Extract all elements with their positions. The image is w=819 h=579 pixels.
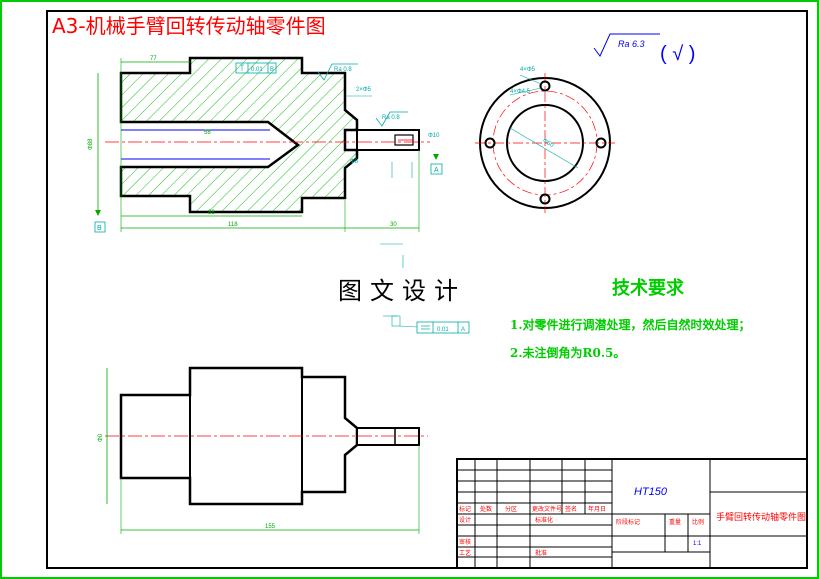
bolt-hole-bottom bbox=[539, 193, 551, 205]
tb-material: HT150 bbox=[634, 486, 668, 498]
bolt-hole-top bbox=[539, 80, 551, 92]
dim-key-dia: Φ8 bbox=[350, 159, 359, 165]
holes-pcd-dim: 4×Φ4.5 bbox=[510, 89, 531, 95]
bottom-length-dim: 155 bbox=[265, 524, 276, 530]
gdt-flat-datum: B bbox=[270, 67, 274, 73]
tech-req-item-1: 1.对零件进行调潜处理，然后自然时效处理； bbox=[510, 317, 751, 332]
dim-shaft-length: 30 bbox=[390, 222, 397, 228]
bottom-small-shaft bbox=[356, 427, 420, 446]
roughness-b: Ra 0.8 bbox=[382, 115, 400, 121]
bolt-hole-left bbox=[484, 137, 496, 149]
tb-cell-mark: 标记 bbox=[459, 505, 471, 513]
center-title: 图文设计 bbox=[338, 277, 466, 305]
datum-b-label: B bbox=[97, 225, 102, 232]
chamfer-dim: 2×Φ5 bbox=[356, 87, 372, 93]
dim-bottom-length: 88 bbox=[208, 210, 215, 216]
bottom-height-dim: Φ0 bbox=[98, 433, 104, 442]
tb-scale: 1:1 bbox=[693, 541, 702, 547]
tb-cell-date: 年月日 bbox=[588, 505, 606, 513]
tech-req-title: 技术要求 bbox=[612, 277, 685, 299]
roughness-a: Ra 0.8 bbox=[334, 67, 352, 73]
dim-height: Φ88 bbox=[88, 138, 94, 150]
roughness-note: ( √ ) bbox=[660, 43, 695, 65]
center-dia-dim: Φ50 bbox=[541, 138, 554, 149]
tb-cell-process: 工艺 bbox=[459, 549, 471, 557]
front-view: 77 58 88 118 30 Φ88 B 0.01 B Ra 0.8 2×Φ5 bbox=[88, 56, 443, 268]
gdt-flat-tol: 0.01 bbox=[251, 67, 263, 73]
dim-bore-length: 58 bbox=[204, 130, 211, 136]
bolt-hole-right bbox=[595, 137, 607, 149]
holes-dim: 4×Φ5 bbox=[520, 67, 536, 73]
tb-part-name: 手臂回转传动轴零件图 bbox=[716, 511, 806, 523]
tb-cell-review: 审核 bbox=[459, 538, 471, 546]
tb-cell-zone: 分区 bbox=[505, 505, 517, 513]
bottom-view: Φ0 155 bbox=[98, 366, 428, 534]
side-view: 4×Φ5 4×Φ4.5 Φ50 bbox=[475, 67, 615, 213]
drawing-title: A3-机械手臂回转传动轴零件图 bbox=[52, 14, 326, 38]
roughness-symbol-icon bbox=[593, 33, 660, 57]
gdt-perp-tol: 0.01 bbox=[437, 327, 449, 333]
tb-cell-ratio: 比例 bbox=[692, 518, 704, 526]
tb-cell-doc: 更改文件号 bbox=[532, 505, 562, 513]
dim-top-length: 77 bbox=[150, 56, 157, 62]
tb-cell-approve: 批准 bbox=[535, 549, 547, 557]
tb-cell-stage: 阶段标记 bbox=[616, 518, 640, 526]
dim-overall-length: 118 bbox=[228, 222, 238, 228]
drawing-frame bbox=[46, 10, 808, 569]
gdt-perp-datum: A bbox=[461, 327, 465, 333]
front-body-section bbox=[119, 56, 359, 214]
gdt-perp-frame: 0.01 A bbox=[383, 315, 470, 334]
dim-small-dia: Φ10 bbox=[428, 133, 440, 139]
tb-cell-count: 处数 bbox=[480, 505, 492, 513]
tech-req-item-2: 2.未注倒角为R0.5。 bbox=[510, 345, 625, 360]
title-block: HT150 手臂回转传动轴零件图 1:1 标记 处数 分区 更改文件号 签名 年… bbox=[456, 458, 808, 569]
tb-cell-weight: 重量 bbox=[669, 518, 681, 526]
tb-cell-sign: 签名 bbox=[565, 505, 577, 513]
tb-cell-design: 设计 bbox=[459, 516, 471, 524]
roughness-value: Ra 6.3 bbox=[618, 39, 645, 49]
datum-a-label: A bbox=[434, 167, 439, 174]
tb-cell-std: 标准化 bbox=[535, 516, 553, 524]
